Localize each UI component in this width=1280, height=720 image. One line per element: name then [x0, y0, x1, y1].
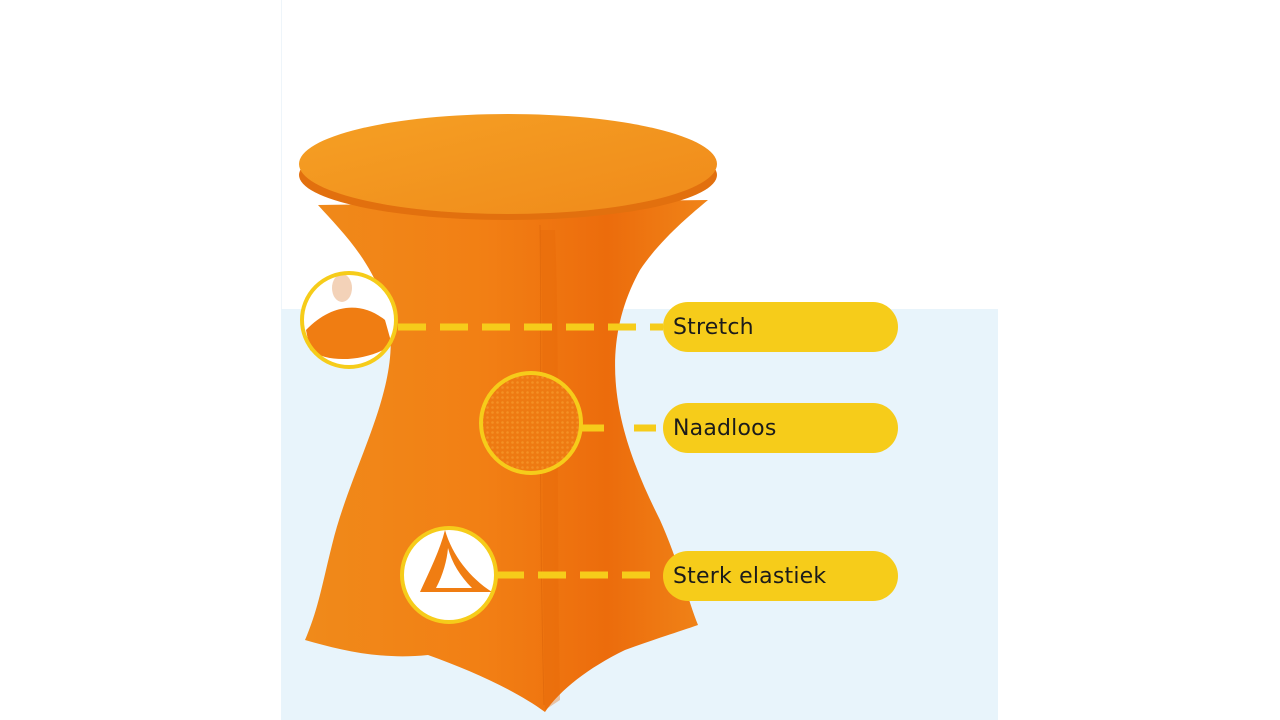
- feature-text-elastiek: Sterk elastiek: [673, 563, 827, 589]
- table-top: [299, 114, 717, 214]
- feature-label-naadloos: Naadloos: [663, 403, 898, 453]
- feature-text-naadloos: Naadloos: [673, 415, 777, 441]
- feature-label-stretch: Stretch: [663, 302, 898, 352]
- edge-line: [281, 0, 282, 309]
- detail-elastiek: [400, 526, 498, 624]
- feature-label-elastiek: Sterk elastiek: [663, 551, 898, 601]
- detail-naadloos: [479, 371, 583, 475]
- feature-text-stretch: Stretch: [673, 314, 754, 340]
- detail-stretch: [300, 271, 398, 369]
